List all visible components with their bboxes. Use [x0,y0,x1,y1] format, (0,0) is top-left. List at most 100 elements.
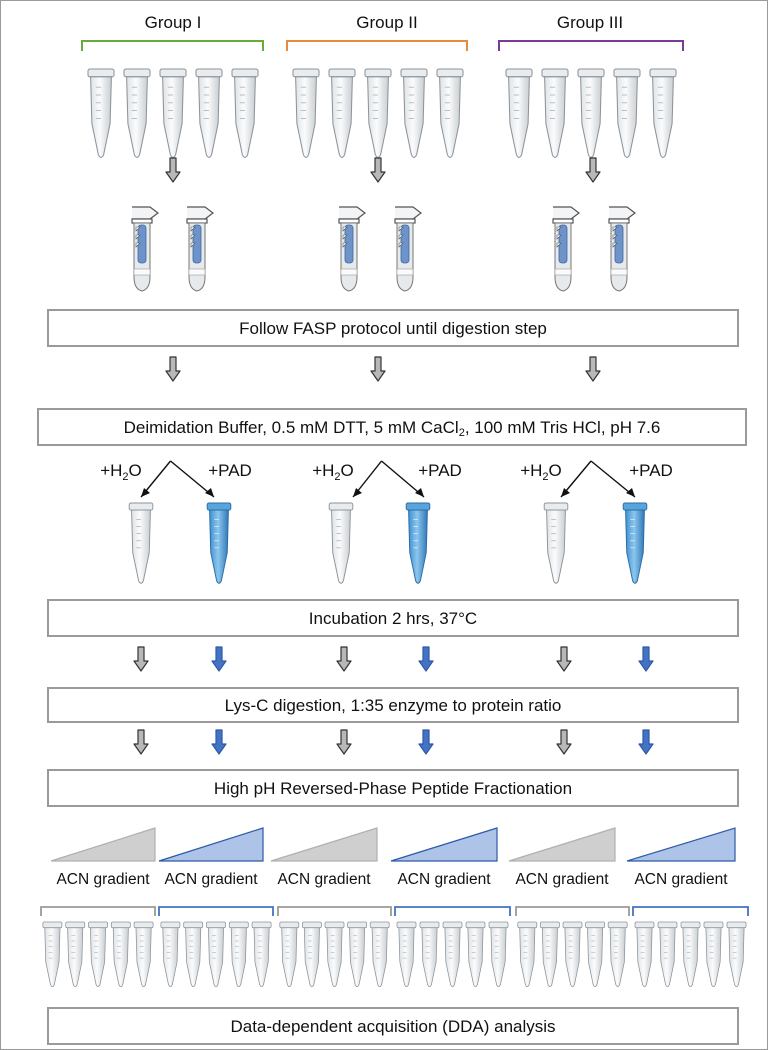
gradient-wedge-icon-1 [50,827,156,862]
fraction-tube-4-2 [419,921,440,987]
fraction-tube-5-2 [540,921,560,987]
spin-filter-icon-6 [608,206,636,292]
fraction-bracket-4 [394,906,511,916]
water-label-3: +H2O [520,461,562,483]
gradient-wedge-icon-4 [390,827,498,862]
fraction-tube-4-5 [488,921,509,987]
gradient-label-6: ACN gradient [634,871,728,888]
pad-tube-2 [405,502,431,584]
split-arrowhead-left-3 [561,488,570,497]
split-arrowhead-left-1 [141,488,150,497]
fraction-tube-2-3 [206,921,226,987]
dda-text: Data-dependent acquisition (DDA) analysi… [230,1017,555,1036]
fractionation-box [47,769,739,807]
split-line-right-2 [381,460,425,498]
down-arrow-3-2 [211,646,227,672]
fraction-tube-2-4 [228,921,249,987]
dda-box [47,1007,739,1045]
pad-label-3: +PAD [629,461,673,480]
fraction-tube-2-1 [160,921,181,987]
down-arrow-3-6 [638,646,654,672]
deimidation-box [37,408,747,446]
water-tube-1 [128,502,154,584]
sample-tube-g2-4 [400,68,428,158]
sample-tubes-row [87,68,677,158]
fraction-bracket-5 [515,906,630,916]
fraction-tubes-row [40,906,749,987]
lysc-box [47,687,739,723]
gradient-wedge-icon-5 [508,827,616,862]
incubation-box [47,599,739,637]
split-arrowhead-right-1 [205,488,214,497]
split-line-right-3 [590,460,636,498]
down-arrow-4-5 [556,729,572,755]
down-arrow-3-4 [418,646,434,672]
water-tube-3 [543,502,569,584]
down-arrow-3-3 [336,646,352,672]
lysc-text: Lys-C digestion, 1:35 enzyme to protein … [225,696,562,715]
water-label-1: +H2O [100,461,142,483]
pad-label-2: +PAD [418,461,462,480]
sample-tube-g3-4 [613,68,641,158]
fraction-bracket-6 [632,906,749,916]
deimidation-text-main: Deimidation Buffer, 0.5 mM DTT, 5 mM CaC… [124,418,459,437]
gradient-label-1: ACN gradient [56,871,150,888]
fraction-tube-2-2 [183,921,204,987]
gradient-wedge-icon-3 [270,827,378,862]
fraction-bracket-1 [40,906,156,916]
sample-tube-g3-5 [649,68,677,158]
gradient-wedge-icon-6 [626,827,736,862]
spin-filter-icon-3 [338,206,366,292]
fraction-tube-1-2 [65,921,86,987]
group-2-bracket [286,40,468,51]
pad-tube-3 [622,502,648,584]
fasp-text: Follow FASP protocol until digestion ste… [239,319,547,338]
incubation-text: Incubation 2 hrs, 37°C [309,609,477,628]
down-arrow-2-2 [370,356,386,382]
fraction-tube-5-3 [562,921,583,987]
sample-tube-g2-5 [436,68,464,158]
down-arrow-4-1 [133,729,149,755]
down-arrow-2-3 [585,356,601,382]
gradient-label-2: ACN gradient [164,871,258,888]
down-arrow-3-1 [133,646,149,672]
spin-filter-icon-1 [131,206,159,292]
split-arrowhead-left-2 [353,488,362,497]
fasp-box [47,309,739,347]
fraction-bracket-2 [158,906,274,916]
sample-tube-g3-3 [577,68,605,158]
fraction-tube-3-5 [369,921,390,987]
fraction-tube-3-3 [324,921,345,987]
group-3-label: Group III [557,13,623,32]
group-3-bracket [498,40,684,51]
spin-filter-icon-4 [394,206,422,292]
fraction-tube-1-5 [133,921,154,987]
deimidation-text-tail: , 100 mM Tris HCl, pH 7.6 [465,418,661,437]
down-arrow-2-1 [165,356,181,382]
gradient-wedge-icon-2 [158,827,264,862]
fractionation-text: High pH Reversed-Phase Peptide Fractiona… [214,779,572,798]
down-arrow-4-4 [418,729,434,755]
fraction-tube-6-1 [634,921,655,987]
gradient-label-4: ACN gradient [397,871,491,888]
fraction-tube-1-1 [42,921,63,987]
fraction-tube-5-4 [585,921,605,987]
fraction-tube-4-3 [442,921,463,987]
fraction-tube-5-5 [607,921,628,987]
pad-tube-1 [206,502,232,584]
down-arrow-4-2 [211,729,227,755]
fraction-tube-5-1 [517,921,538,987]
sample-tube-g1-2 [123,68,151,158]
fraction-tube-3-2 [302,921,322,987]
fraction-bracket-3 [277,906,392,916]
fraction-tube-6-2 [657,921,678,987]
sample-tube-g1-4 [195,68,223,158]
water-label-2: +H2O [312,461,354,483]
down-arrow-4-3 [336,729,352,755]
split-arrowhead-right-3 [626,488,635,497]
gradient-label-3: ACN gradient [277,871,371,888]
spin-filter-icon-2 [186,206,214,292]
deimidation-sub: 2 [459,427,465,439]
arrows-row-1 [165,157,601,183]
